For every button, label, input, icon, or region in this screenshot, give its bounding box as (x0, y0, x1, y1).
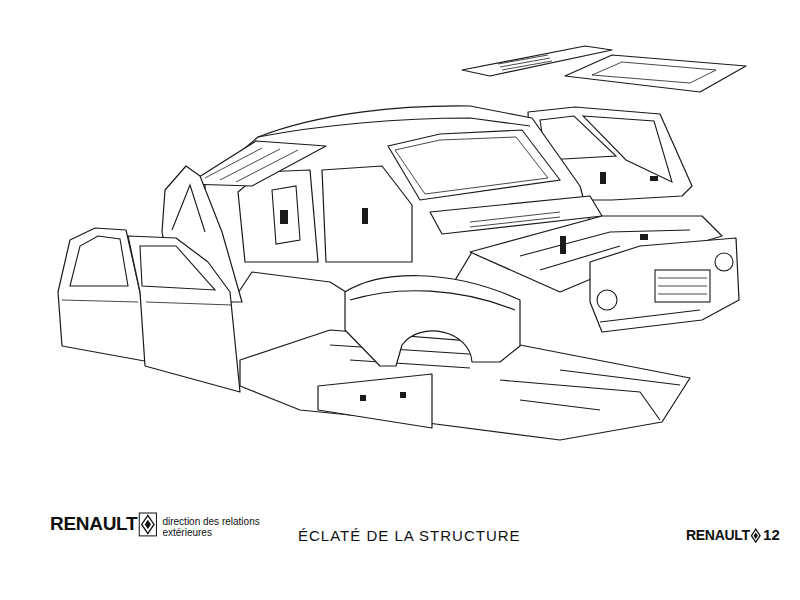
lozenge-inner (145, 520, 151, 529)
model-number: 12 (763, 527, 780, 544)
department-note: direction des relations extérieures (162, 516, 272, 538)
front-end-panel (590, 238, 739, 332)
rear-window-frame (188, 141, 326, 186)
roof-panels (462, 46, 746, 92)
caption-title: ÉCLATÉ DE LA STRUCTURE (298, 528, 521, 545)
logo-box (139, 513, 156, 536)
front-fender (345, 276, 520, 366)
lozenge-inner (754, 532, 758, 538)
brand-name: RENAULT (50, 514, 137, 535)
brand-name: RENAULT (686, 528, 750, 543)
renault-lozenge (142, 515, 154, 533)
renault-lozenge (751, 529, 760, 542)
lozenge-outer (751, 529, 760, 542)
floor-pan (240, 330, 690, 440)
doors (58, 228, 240, 392)
lozenge-outer (142, 515, 154, 533)
